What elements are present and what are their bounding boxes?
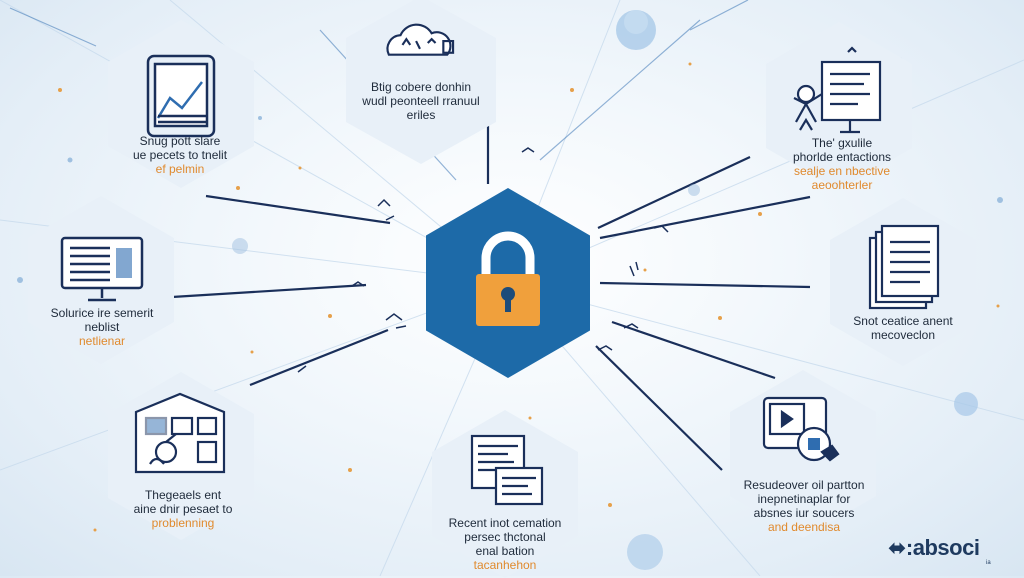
caption-line: phorlde entactions: [792, 150, 892, 164]
caption-line: enal bation: [475, 544, 535, 558]
connector-bottom-right: [595, 345, 723, 471]
caption-line: Btig cobere donhin: [370, 80, 472, 94]
connector-mid-left: [171, 283, 367, 299]
connector-mid-right: [599, 281, 811, 289]
caption-line: absnes iur soucers: [753, 506, 855, 520]
caption-top-left: Snug pott slare ue pecets to tnelit ef p…: [110, 134, 250, 176]
caption-accent: and deendisa: [767, 520, 841, 534]
caption-top-right: The' gxulile phorlde entactions sealje e…: [762, 136, 922, 192]
connector-bottom-left: [249, 328, 389, 387]
caption-top-center: Btig cobere donhin wudl peonteell rranuu…: [346, 80, 496, 122]
bubble-bottom: [627, 534, 663, 570]
connector-right-3: [611, 320, 776, 380]
brand-logo: ⬌:absoci: [888, 535, 980, 560]
person-board-icon: [793, 46, 882, 134]
caption-line: Solurice ire semerit: [50, 306, 154, 320]
caption-line: neblist: [84, 320, 120, 334]
tablet-chart-icon: [146, 54, 216, 138]
documents-icon: [868, 224, 940, 310]
caption-line: Snot ceatice anent: [853, 314, 953, 328]
caption-line: The' gxulile: [811, 136, 873, 150]
workstation-icon: [134, 392, 226, 474]
caption-line: Thegeaels ent: [144, 488, 222, 502]
caption-line: Snug pott slare: [139, 134, 221, 148]
media-device-icon: [762, 396, 840, 462]
caption-line: mecoveclon: [870, 328, 936, 342]
padlock-icon: [476, 231, 540, 326]
caption-line: Resudeover oil partton: [743, 478, 865, 492]
caption-line: wudl peonteell rranuul: [362, 94, 480, 108]
caption-mid-right: Snot ceatice anent mecoveclon: [820, 314, 986, 342]
caption-accent: netlienar: [78, 334, 126, 348]
caption-accent: tacanhehon: [473, 558, 537, 572]
monitor-icon: [60, 236, 144, 302]
connector-top-left: [205, 194, 391, 225]
connector-right-1: [599, 195, 811, 240]
connector-top-right: [597, 156, 751, 229]
brand-logo-sub: ia: [986, 560, 991, 566]
cloud-network-icon: [386, 23, 455, 56]
caption-accent: problenning: [151, 516, 215, 530]
caption-mid-left: Solurice ire semerit neblist netlienar: [22, 306, 182, 348]
caption-bottom-center: Recent inot cemation persec thctonal ena…: [424, 516, 586, 572]
caption-line: aine dnir pesaet to: [133, 502, 233, 516]
bubble-right: [954, 392, 978, 416]
caption-line: inepnetinaplar for: [757, 492, 851, 506]
caption-accent: ef pelmin: [155, 162, 205, 176]
caption-bottom-left: Thegeaels ent aine dnir pesaet to proble…: [108, 488, 258, 530]
caption-line: ue pecets to tnelit: [132, 148, 228, 162]
caption-line: Recent inot cemation: [448, 516, 562, 530]
caption-line: persec thctonal: [464, 530, 546, 544]
screens-icon: [470, 434, 544, 506]
caption-accent: sealje en nbective aeoohterler: [793, 164, 891, 192]
caption-bottom-right: Resudeover oil partton inepnetinaplar fo…: [724, 478, 884, 534]
caption-line: eriles: [406, 108, 436, 122]
